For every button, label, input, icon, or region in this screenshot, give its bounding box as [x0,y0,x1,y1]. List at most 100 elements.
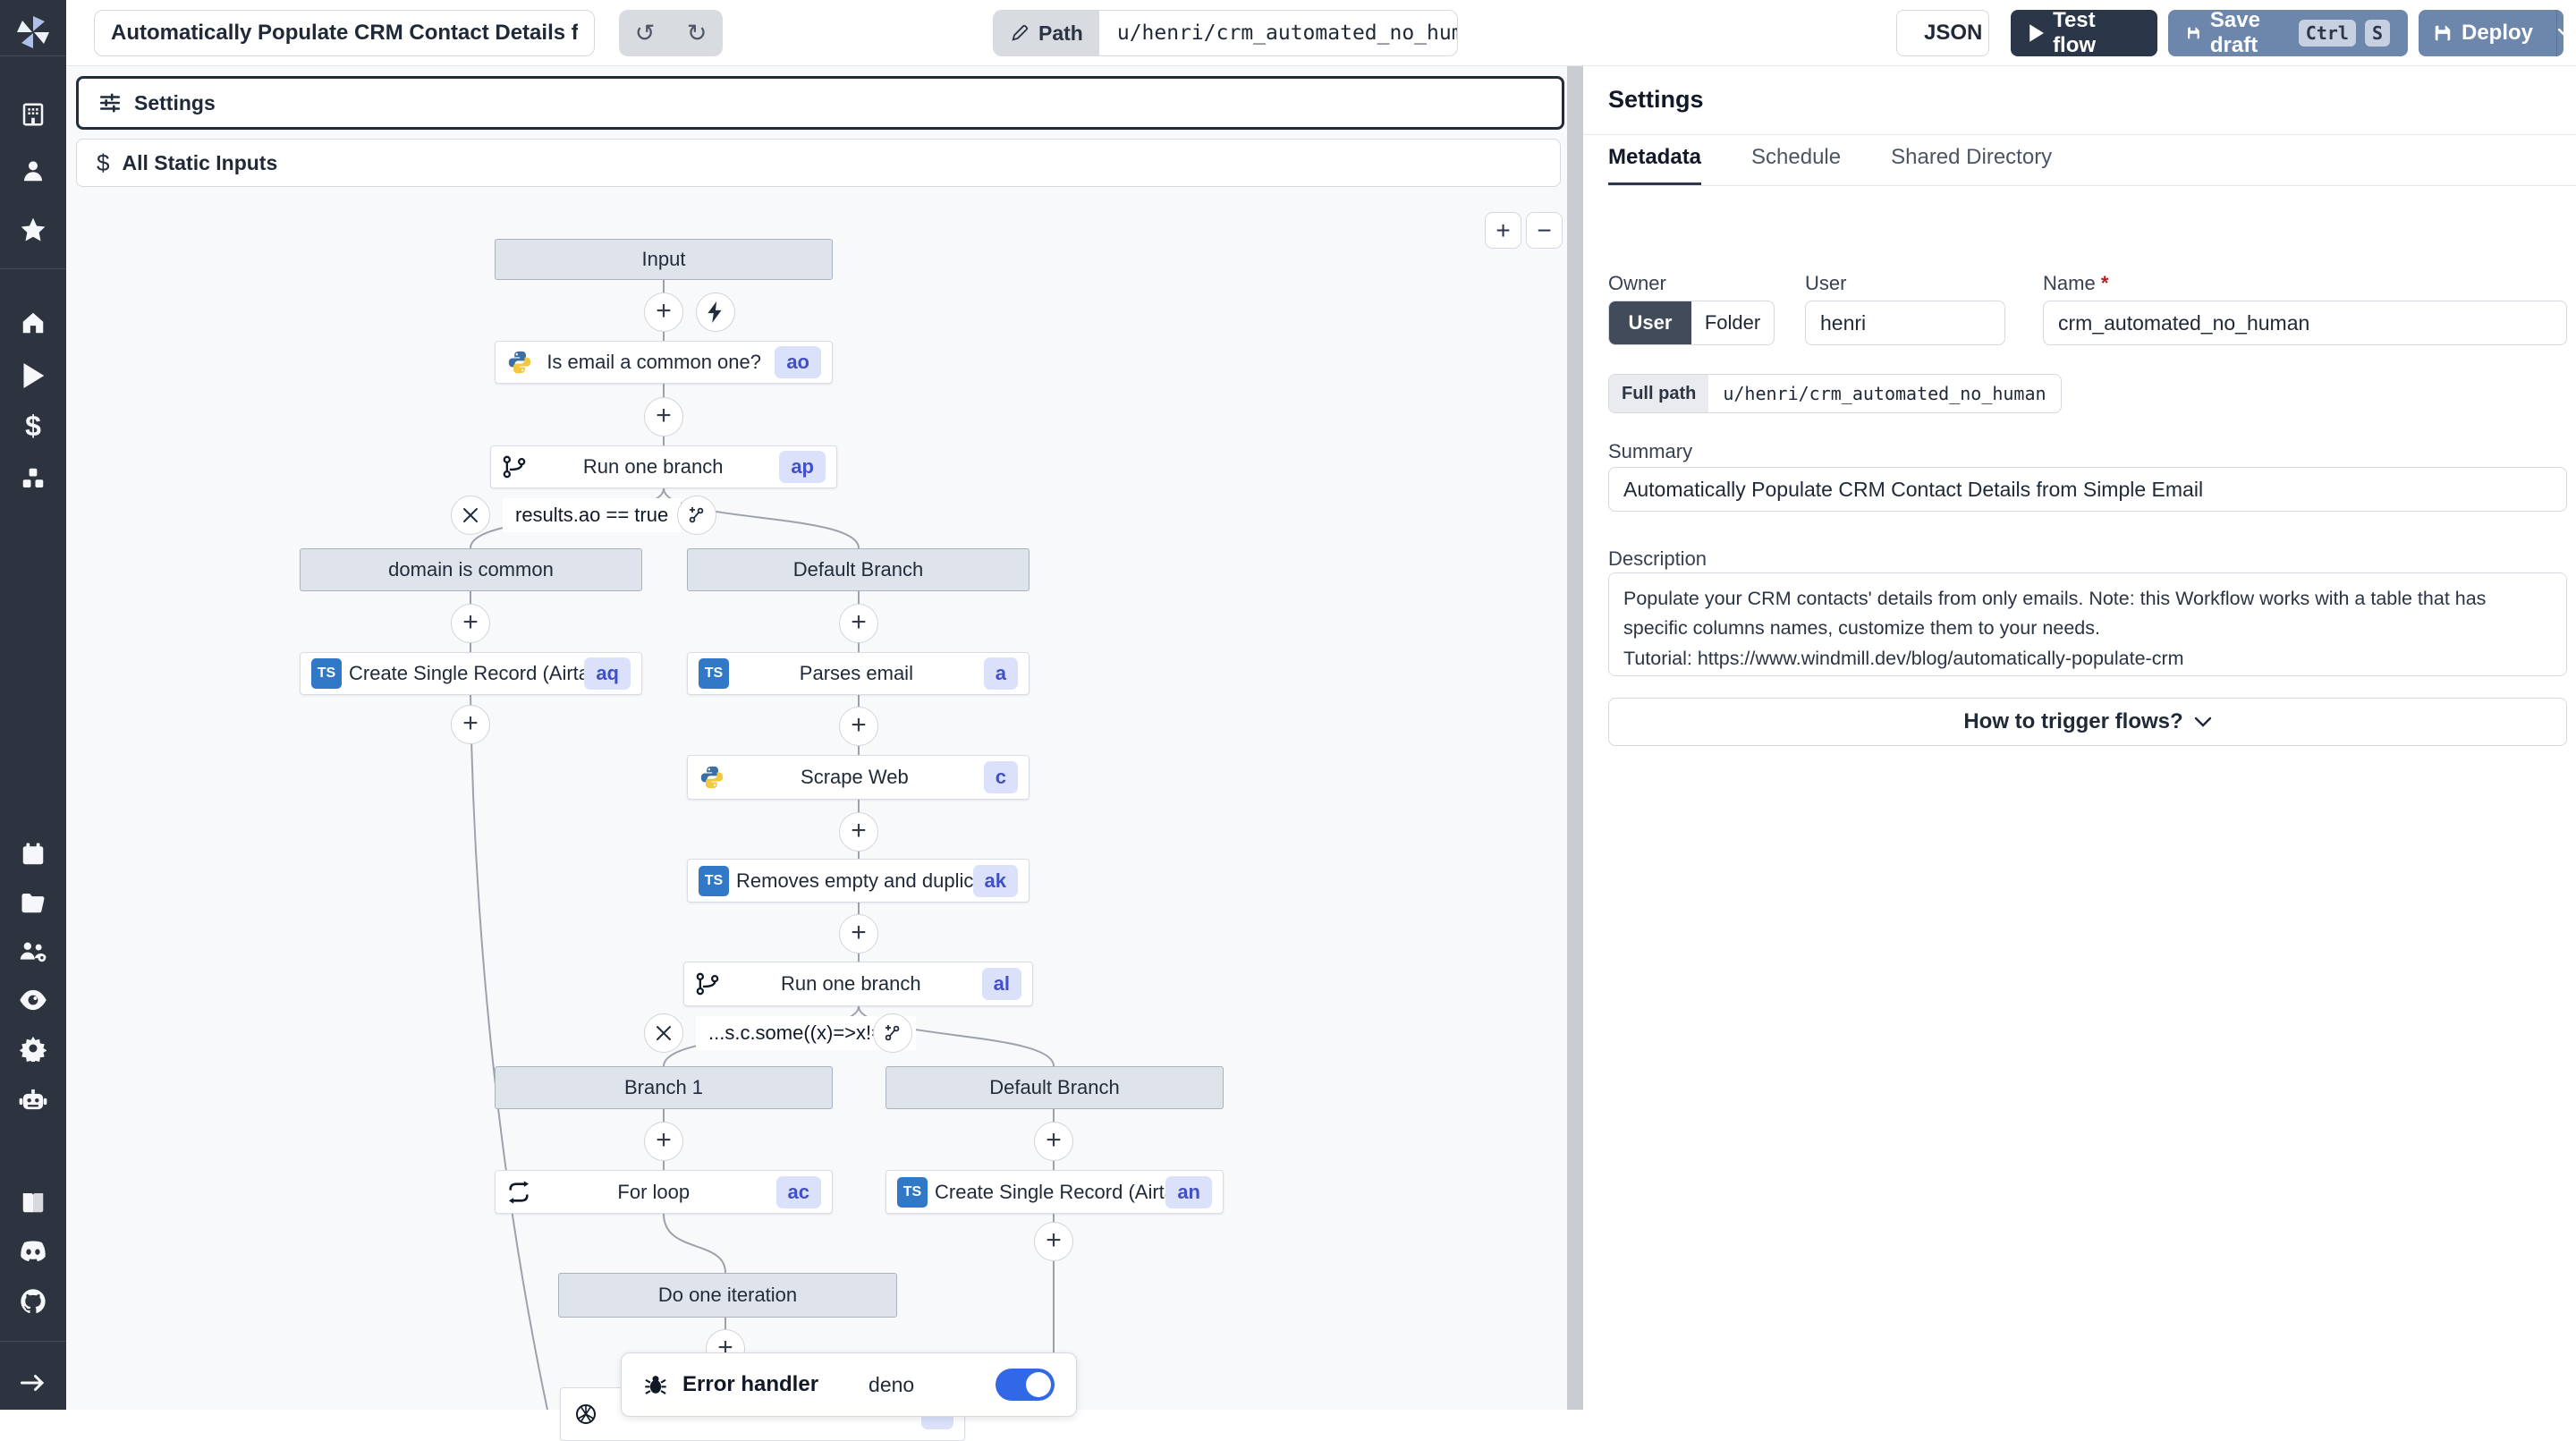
error-handler-label: Error handler [682,1372,819,1396]
test-flow-button[interactable]: Test flow [2011,8,2157,57]
step-id-badge: ap [779,451,826,483]
user-input[interactable] [1805,301,2005,345]
owner-folder-option[interactable]: Folder [1704,311,1761,334]
branch-header-branch-1[interactable]: Branch 1 [495,1066,833,1109]
branch-header-default-branch-2[interactable]: Default Branch [886,1066,1224,1109]
sidebar-item-audit-logs[interactable] [13,980,53,1020]
undo-icon[interactable]: ↺ [634,19,656,47]
step-id-badge: al [981,968,1021,1000]
sidebar-item-resources[interactable] [13,459,53,498]
flow-settings-label: Settings [134,90,216,114]
remove-branch-button[interactable] [451,496,490,535]
sidebar-expand-button[interactable] [13,1363,53,1403]
sidebar-item-groups[interactable] [13,932,53,971]
add-step-button[interactable]: + [451,604,490,643]
flow-settings-bar[interactable]: Settings [76,76,1564,130]
json-button[interactable]: JSON [1896,10,1989,56]
add-step-button[interactable]: + [1034,1222,1073,1261]
sidebar-item-favorites[interactable] [13,210,53,250]
sidebar-item-runs[interactable] [13,356,53,395]
sidebar-item-settings[interactable] [13,1029,53,1068]
error-handler-toggle[interactable] [996,1369,1055,1401]
tab-shared-directory[interactable]: Shared Directory [1891,145,2053,169]
add-step-button[interactable]: + [644,292,683,332]
node-for-loop[interactable]: For loop ac [495,1170,833,1214]
sidebar-item-folders[interactable] [13,883,53,922]
error-handler-panel[interactable]: Error handler deno [621,1352,1077,1417]
sidebar-item-schedules[interactable] [13,835,53,874]
node-parses-email[interactable]: TS Parses email a [687,652,1030,695]
branch-plus-icon [885,1025,900,1041]
step-id-badge: ac [775,1175,821,1208]
deploy-options-button[interactable] [2556,10,2575,56]
canvas-panel-divider[interactable] [1567,66,1583,1410]
summary-input[interactable] [1608,467,2567,512]
node-run-one-branch-1[interactable]: Run one branch ap [490,445,837,488]
save-icon [2435,25,2451,41]
sidebar-item-github[interactable] [13,1282,53,1321]
how-to-trigger-button[interactable]: How to trigger flows? [1608,698,2567,746]
node-create-single-record-2[interactable]: TS Create Single Record (Airtable) an [886,1170,1224,1214]
deploy-button[interactable]: Deploy [2419,10,2547,56]
add-branch-button[interactable] [873,1013,912,1053]
python-icon [508,351,531,374]
top-toolbar: ↺ ↻ Path u/henri/crm_automated_no_human … [66,0,2576,66]
panel-title: Settings [1608,86,1704,113]
remove-branch-button[interactable] [644,1013,683,1053]
sidebar-divider [0,1341,66,1342]
sidebar-item-user[interactable] [13,151,53,191]
add-step-button[interactable]: + [451,705,490,744]
deploy-split-button: Deploy [2419,10,2575,56]
add-step-button[interactable]: + [839,604,878,643]
redo-icon[interactable]: ↻ [686,19,708,47]
save-draft-button[interactable]: Save draft Ctrl S [2168,8,2408,57]
add-step-button[interactable]: + [1034,1122,1073,1161]
sidebar-item-workers[interactable] [13,1080,53,1119]
node-is-email-common[interactable]: Is email a common one? ao [495,341,833,384]
path-field[interactable]: Path u/henri/crm_automated_no_human [993,10,1458,56]
all-static-inputs-bar[interactable]: $ All Static Inputs [76,139,1561,187]
add-step-button[interactable]: + [839,914,878,954]
windmill-logo[interactable] [13,13,53,52]
python-icon [700,766,724,789]
zoom-out-button[interactable]: − [1526,212,1563,249]
branch-plus-icon [689,507,704,523]
sidebar-item-workspace[interactable] [13,95,53,134]
node-input[interactable]: Input [495,239,833,280]
sidebar-item-discord[interactable] [13,1232,53,1271]
flow-title-input[interactable] [94,10,595,56]
sidebar-item-variables[interactable]: $ [25,409,41,442]
sidebar-item-home[interactable] [13,303,53,343]
node-run-one-branch-2[interactable]: Run one branch al [683,962,1033,1006]
add-step-button[interactable]: + [839,707,878,746]
zoom-in-button[interactable]: + [1485,212,1521,249]
pencil-icon [1012,24,1029,41]
name-input[interactable] [2043,301,2567,345]
node-create-single-record-1[interactable]: TS Create Single Record (Airtable) aq [300,652,642,695]
node-removes-empty-duplicates[interactable]: TS Removes empty and duplicates ak [687,859,1030,903]
add-step-button[interactable]: + [839,812,878,852]
owner-user-option[interactable]: User [1609,301,1691,344]
description-input[interactable]: Populate your CRM contacts' details from… [1608,572,2567,676]
branch-header-domain-is-common[interactable]: domain is common [300,548,642,591]
panel-tabs: Metadata Schedule Shared Directory [1608,145,2576,186]
node-do-one-iteration[interactable]: Do one iteration [558,1273,897,1318]
owner-label: Owner [1608,272,1666,294]
chevron-down-icon [2194,716,2211,727]
add-branch-button[interactable] [677,496,716,535]
typescript-icon: TS [699,865,729,896]
all-static-inputs-label: All Static Inputs [122,150,278,174]
tab-metadata[interactable]: Metadata [1608,145,1702,185]
settings-panel: Settings Metadata Schedule Shared Direct… [1583,66,2576,1410]
add-step-button[interactable]: + [644,397,683,437]
trigger-bolt-button[interactable] [696,292,735,332]
sliders-icon [99,93,121,113]
sidebar-item-docs[interactable] [13,1182,53,1222]
sidebar-divider [0,268,66,269]
openai-icon [576,1404,596,1424]
path-value: u/henri/crm_automated_no_human [1116,21,1458,45]
add-step-button[interactable]: + [644,1122,683,1161]
node-scrape-web[interactable]: Scrape Web c [687,755,1030,800]
branch-header-default-branch-1[interactable]: Default Branch [687,548,1030,591]
tab-schedule[interactable]: Schedule [1751,145,1842,169]
